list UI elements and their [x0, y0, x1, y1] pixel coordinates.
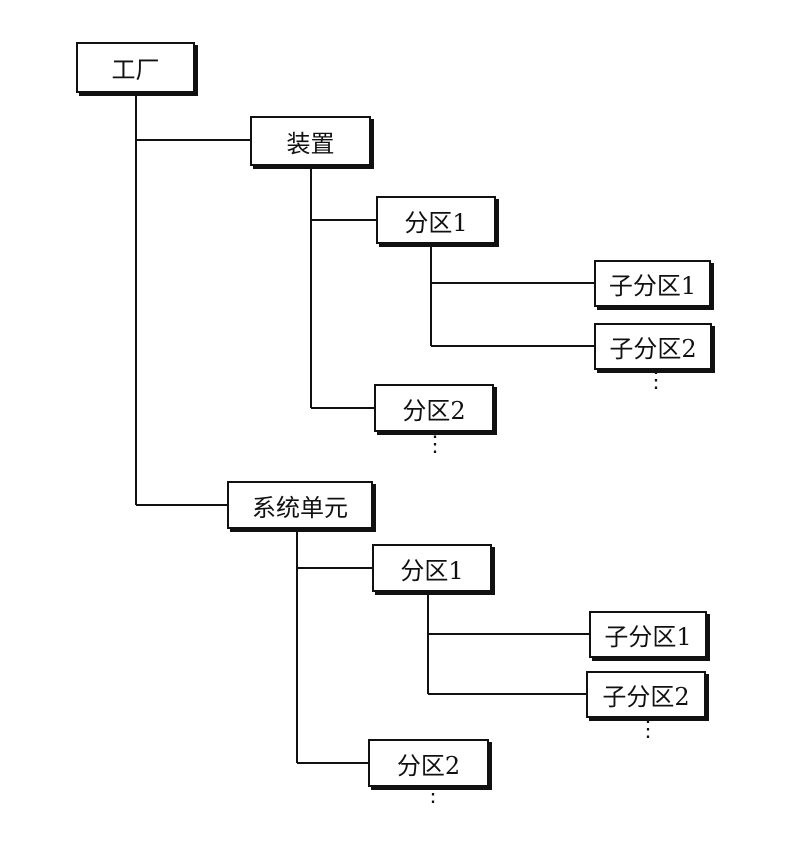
node-unit-area2: 分区2: [374, 384, 494, 432]
ellipsis-unit-areas: ⋮: [424, 432, 446, 457]
ellipsis-system-areas: ⋮: [422, 782, 444, 807]
node-system-area2: 分区2: [368, 739, 489, 787]
node-unit-area1-sub1: 子分区1: [594, 260, 711, 307]
node-system-area1-sub1: 子分区1: [589, 611, 707, 658]
node-unit-area1-sub2: 子分区2: [594, 323, 712, 370]
ellipsis-system-area1-subareas: ⋮: [637, 717, 659, 742]
ellipsis-unit-area1-subareas: ⋮: [645, 368, 667, 393]
node-unit-area1: 分区1: [376, 196, 496, 244]
node-system-unit: 系统单元: [227, 481, 373, 529]
node-system-area1-sub2: 子分区2: [586, 671, 706, 718]
node-factory: 工厂: [76, 42, 195, 93]
node-unit: 装置: [250, 116, 371, 166]
node-system-area1: 分区1: [372, 544, 492, 592]
